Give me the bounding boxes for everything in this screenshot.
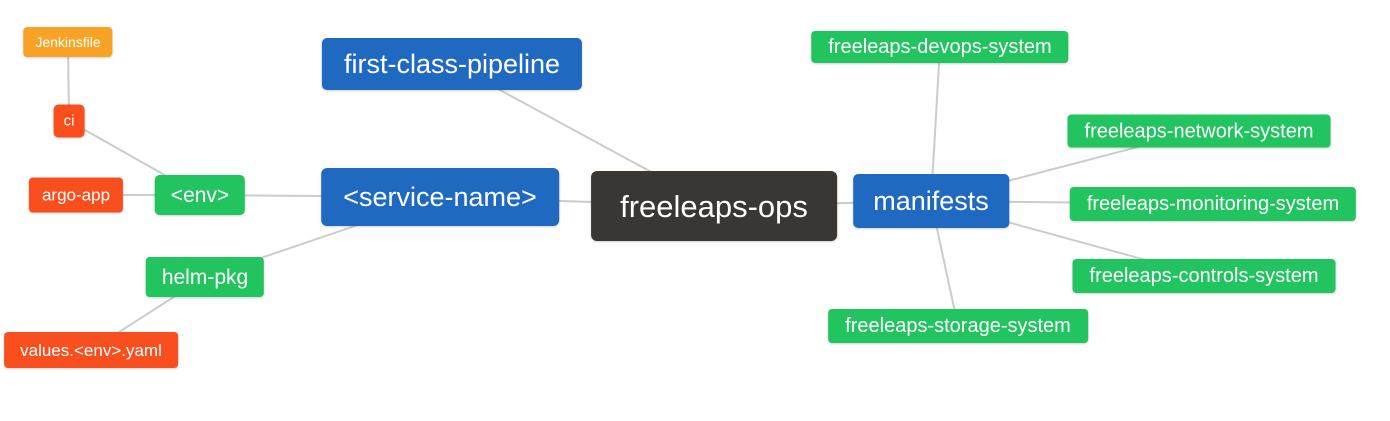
mindmap-node-env[interactable]: <env> xyxy=(154,175,246,215)
mindmap-node-argo-app[interactable]: argo-app xyxy=(28,177,124,213)
mindmap-node-controls-system[interactable]: freeleaps-controls-system xyxy=(1072,259,1336,293)
mindmap-node-first-class-pipeline[interactable]: first-class-pipeline xyxy=(321,38,583,90)
mindmap-node-values-env-yaml[interactable]: values.<env>.yaml xyxy=(4,332,178,368)
mindmap-node-ci[interactable]: ci xyxy=(53,104,85,138)
mindmap-node-jenkinsfile[interactable]: Jenkinsfile xyxy=(23,27,113,57)
mindmap-node-manifests[interactable]: manifests xyxy=(853,174,1009,228)
mindmap-node-devops-system[interactable]: freeleaps-devops-system xyxy=(811,31,1069,63)
mindmap-node-service-name[interactable]: <service-name> xyxy=(321,168,559,226)
mindmap-node-freeleaps-ops[interactable]: freeleaps-ops xyxy=(591,171,837,241)
mindmap-node-monitoring-system[interactable]: freeleaps-monitoring-system xyxy=(1069,187,1357,221)
mindmap-node-storage-system[interactable]: freeleaps-storage-system xyxy=(828,309,1088,343)
mindmap-node-helm-pkg[interactable]: helm-pkg xyxy=(145,257,265,297)
mindmap-node-network-system[interactable]: freeleaps-network-system xyxy=(1067,114,1331,148)
